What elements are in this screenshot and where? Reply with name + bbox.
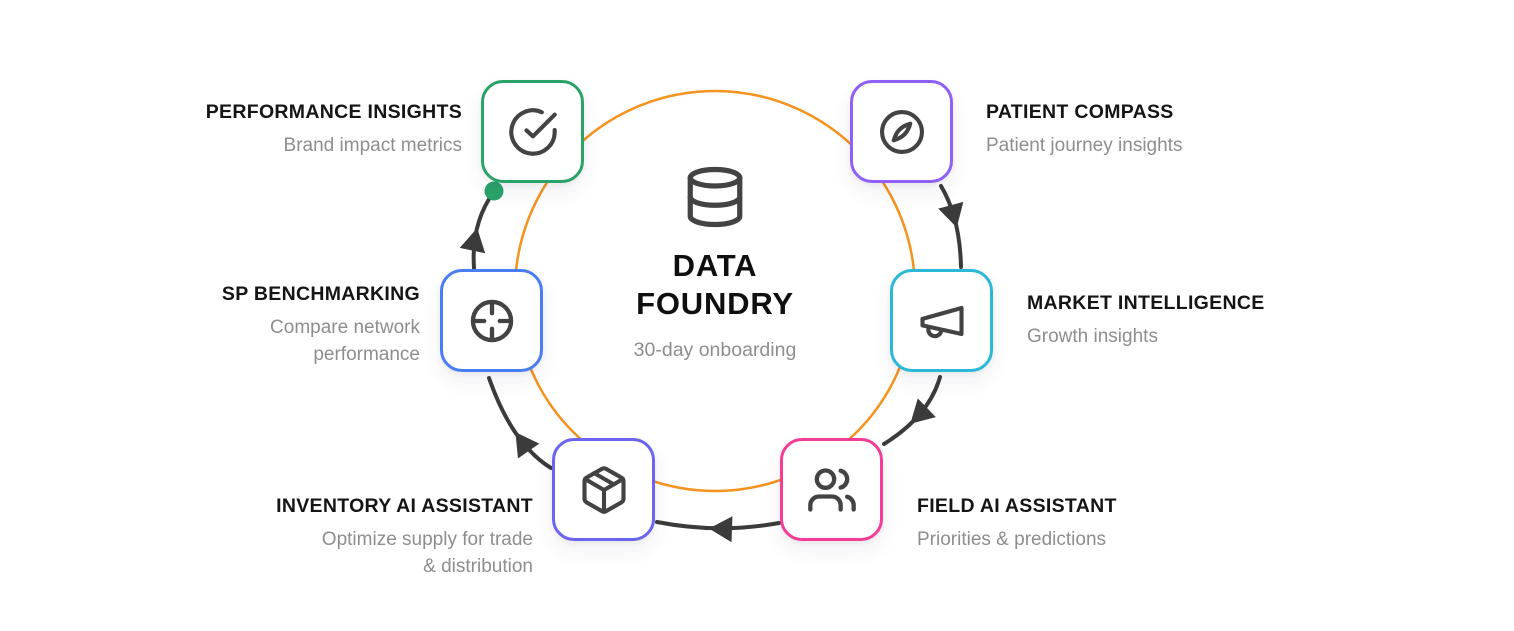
node-title: SP BENCHMARKING — [221, 283, 420, 305]
market-intelligence-label: MARKET INTELLIGENCE Growth insights — [1027, 291, 1347, 351]
users-icon — [807, 467, 856, 512]
patient-compass-node — [850, 80, 953, 183]
performance-insights-node — [481, 80, 584, 183]
node-title: PATIENT COMPASS — [986, 101, 1174, 123]
node-subtitle: Optimize supply for trade & distribution — [321, 529, 533, 577]
inventory-ai-assistant-label: INVENTORY AI ASSISTANT Optimize supply f… — [233, 494, 533, 581]
node-subtitle: Priorities & predictions — [917, 529, 1107, 551]
arrowhead-patient-to-market — [938, 201, 964, 228]
hub-subtitle: 30-day onboarding — [633, 338, 797, 361]
patient-compass-label: PATIENT COMPASS Patient journey insights — [986, 100, 1306, 160]
sp-benchmarking-node — [440, 269, 543, 372]
field-ai-assistant-node — [780, 438, 883, 541]
database-icon — [687, 166, 743, 228]
arrowhead-market-to-field — [910, 398, 936, 424]
check-circle-icon — [508, 107, 557, 156]
node-subtitle: Brand impact metrics — [283, 135, 462, 157]
node-title: INVENTORY AI ASSISTANT — [276, 495, 533, 517]
inventory-ai-assistant-node — [552, 438, 655, 541]
market-intelligence-node — [890, 269, 993, 372]
node-title: FIELD AI ASSISTANT — [917, 495, 1117, 517]
sp-benchmarking-label: SP BENCHMARKING Compare network performa… — [140, 282, 420, 369]
hub-title: DATA FOUNDRY — [636, 248, 794, 321]
package-icon — [581, 465, 626, 514]
cycle-start-dot — [484, 181, 504, 201]
compass-icon — [879, 109, 924, 154]
node-subtitle: Growth insights — [1027, 326, 1158, 348]
arrow-patient-to-market — [939, 184, 963, 269]
node-subtitle: Patient journey insights — [986, 135, 1183, 157]
center-hub: DATA FOUNDRY 30-day onboarding — [575, 164, 855, 362]
megaphone-icon — [919, 305, 964, 338]
arrowhead-field-to-inventory — [709, 516, 733, 543]
arrowhead-sp-to-performance — [459, 228, 486, 254]
node-title: MARKET INTELLIGENCE — [1027, 292, 1265, 314]
node-title: PERFORMANCE INSIGHTS — [205, 101, 462, 123]
arrow-market-to-field — [882, 375, 942, 446]
performance-insights-label: PERFORMANCE INSIGHTS Brand impact metric… — [162, 100, 462, 160]
node-subtitle: Compare network performance — [270, 317, 420, 365]
crosshair-icon — [470, 299, 513, 342]
arrowhead-inventory-to-sp — [515, 432, 540, 459]
field-ai-assistant-label: FIELD AI ASSISTANT Priorities & predicti… — [917, 494, 1237, 554]
